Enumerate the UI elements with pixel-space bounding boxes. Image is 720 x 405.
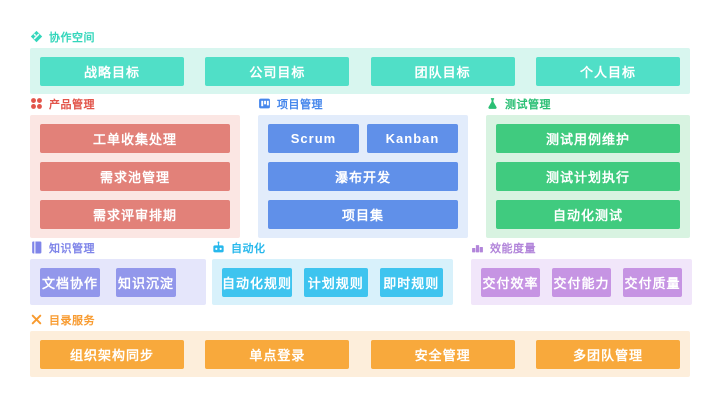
knowledge-panel: 文档协作 知识沉淀 xyxy=(30,259,206,305)
btn-security-management[interactable]: 安全管理 xyxy=(370,339,515,369)
metrics-header: 效能度量 xyxy=(471,240,692,255)
btn-delivery-efficiency[interactable]: 交付效率 xyxy=(481,267,540,297)
section-product: 产品管理 工单收集处理 需求池管理 需求评审排期 xyxy=(30,96,240,238)
btn-requirement-review-scheduling[interactable]: 需求评审排期 xyxy=(40,200,230,229)
automation-panel: 自动化规则 计划规则 即时规则 xyxy=(212,259,453,305)
btn-waterfall[interactable]: 瀑布开发 xyxy=(268,162,458,191)
btn-scheduled-rules[interactable]: 计划规则 xyxy=(304,267,368,297)
btn-test-case-maintenance[interactable]: 测试用例维护 xyxy=(496,124,680,153)
section-title: 效能度量 xyxy=(490,242,536,255)
btn-strategic-goals[interactable]: 战略目标 xyxy=(40,56,184,86)
btn-scrum[interactable]: Scrum xyxy=(268,124,359,153)
section-knowledge: 知识管理 文档协作 知识沉淀 xyxy=(30,240,206,305)
directory-header: 目录服务 xyxy=(30,312,690,327)
section-title: 目录服务 xyxy=(49,314,95,327)
btn-team-goals[interactable]: 团队目标 xyxy=(370,56,515,86)
btn-ticket-collection[interactable]: 工单收集处理 xyxy=(40,124,230,153)
btn-delivery-capability[interactable]: 交付能力 xyxy=(552,267,611,297)
btn-automation-rules[interactable]: 自动化规则 xyxy=(222,267,293,297)
flask-icon xyxy=(486,97,499,110)
automation-header: 自动化 xyxy=(212,240,453,255)
book-icon xyxy=(30,241,43,254)
robot-icon xyxy=(212,241,225,254)
gem-icon xyxy=(30,30,43,43)
btn-multi-team-management[interactable]: 多团队管理 xyxy=(535,339,680,369)
btn-kanban[interactable]: Kanban xyxy=(367,124,458,153)
btn-requirement-pool[interactable]: 需求池管理 xyxy=(40,162,230,191)
section-collaboration: 协作空间 战略目标 公司目标 团队目标 个人目标 xyxy=(30,29,690,94)
directory-panel: 组织架构同步 单点登录 安全管理 多团队管理 xyxy=(30,331,690,377)
btn-doc-collaboration[interactable]: 文档协作 xyxy=(40,267,100,297)
metrics-panel: 交付效率 交付能力 交付质量 xyxy=(471,259,692,305)
section-title: 产品管理 xyxy=(49,98,95,111)
knowledge-header: 知识管理 xyxy=(30,240,206,255)
section-title: 项目管理 xyxy=(277,98,323,111)
crossed-tools-icon xyxy=(30,313,43,326)
btn-company-goals[interactable]: 公司目标 xyxy=(205,56,350,86)
section-automation: 自动化 自动化规则 计划规则 即时规则 xyxy=(212,240,453,305)
product-panel: 工单收集处理 需求池管理 需求评审排期 xyxy=(30,115,240,238)
btn-knowledge-accumulation[interactable]: 知识沉淀 xyxy=(116,267,176,297)
section-title: 协作空间 xyxy=(49,31,95,44)
podium-chart-icon xyxy=(471,241,484,254)
section-directory: 目录服务 组织架构同步 单点登录 安全管理 多团队管理 xyxy=(30,312,690,377)
btn-delivery-quality[interactable]: 交付质量 xyxy=(623,267,682,297)
collaboration-header: 协作空间 xyxy=(30,29,690,44)
project-top-row: Scrum Kanban xyxy=(268,124,458,153)
collaboration-panel: 战略目标 公司目标 团队目标 个人目标 xyxy=(30,48,690,94)
test-panel: 测试用例维护 测试计划执行 自动化测试 xyxy=(486,115,690,238)
section-test: 测试管理 测试用例维护 测试计划执行 自动化测试 xyxy=(486,96,690,238)
btn-test-plan-execution[interactable]: 测试计划执行 xyxy=(496,162,680,191)
btn-personal-goals[interactable]: 个人目标 xyxy=(535,56,680,86)
btn-automated-testing[interactable]: 自动化测试 xyxy=(496,200,680,229)
kanban-board-icon xyxy=(258,97,271,110)
section-project: 项目管理 Scrum Kanban 瀑布开发 项目集 xyxy=(258,96,468,238)
section-metrics: 效能度量 交付效率 交付能力 交付质量 xyxy=(471,240,692,305)
btn-program[interactable]: 项目集 xyxy=(268,200,458,229)
section-title: 测试管理 xyxy=(505,98,551,111)
btn-org-sync[interactable]: 组织架构同步 xyxy=(40,339,184,369)
btn-instant-rules[interactable]: 即时规则 xyxy=(379,267,444,297)
section-title: 自动化 xyxy=(231,242,266,255)
project-header: 项目管理 xyxy=(258,96,468,111)
dots-grid-icon xyxy=(30,97,43,110)
project-panel: Scrum Kanban 瀑布开发 项目集 xyxy=(258,115,468,238)
product-header: 产品管理 xyxy=(30,96,240,111)
test-header: 测试管理 xyxy=(486,96,690,111)
btn-sso[interactable]: 单点登录 xyxy=(205,339,350,369)
section-title: 知识管理 xyxy=(49,242,95,255)
